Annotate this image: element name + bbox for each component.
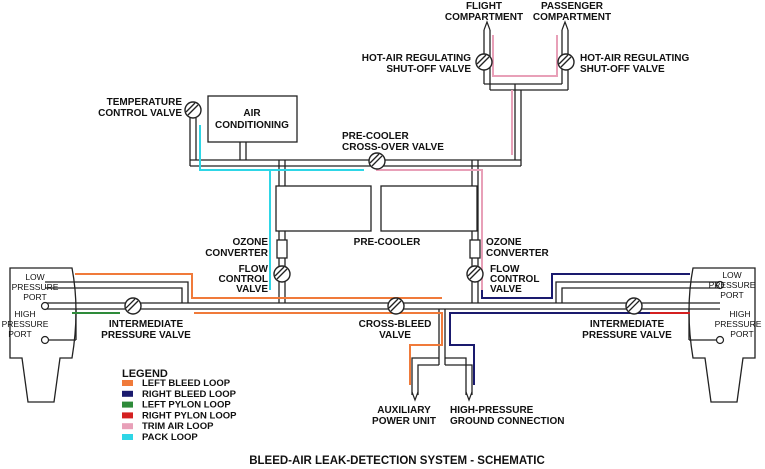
legend-swatch — [122, 401, 133, 408]
hot-air-valve-left[interactable] — [475, 53, 493, 71]
high-right-label: PORT — [730, 329, 753, 339]
passenger-compartment-label: COMPARTMENT — [533, 12, 611, 23]
hot-air-left-label: HOT-AIR REGULATING — [362, 53, 471, 64]
intermediate-pressure-valve-right[interactable] — [625, 297, 643, 315]
left-low-port — [40, 301, 50, 311]
low-right-label: PORT — [720, 290, 743, 300]
ozone-converter-left — [276, 239, 288, 259]
ozone-left-label: CONVERTER — [205, 248, 269, 259]
right-high-port — [715, 335, 725, 345]
cross-bleed-label: CROSS-BLEED — [359, 319, 432, 330]
legend-label: LEFT BLEED LOOP — [142, 378, 231, 389]
ipv-right-label: INTERMEDIATE — [590, 319, 665, 330]
flow-control-valve-left[interactable] — [273, 265, 291, 283]
right-low-port — [715, 280, 725, 290]
high-left-label: PORT — [8, 329, 31, 339]
flow-right-label: CONTROL — [490, 274, 539, 285]
ipv-left-label: PRESSURE VALVE — [101, 330, 191, 341]
high-right-label: HIGH — [729, 309, 750, 319]
high-right-label: PRESSURE — [715, 319, 762, 329]
low-left-label: PORT — [23, 292, 46, 302]
flow-control-valve-right[interactable] — [466, 265, 484, 283]
temperature-valve-label: CONTROL VALVE — [98, 108, 182, 119]
legend-label: LEFT PYLON LOOP — [142, 400, 231, 411]
legend-label: RIGHT BLEED LOOP — [142, 389, 237, 400]
lower-ducts — [411, 309, 473, 402]
flow-left-label: FLOW — [239, 264, 269, 275]
flow-left-label: VALVE — [236, 284, 268, 295]
cross-bleed-valve[interactable] — [387, 297, 405, 315]
apu-label: POWER UNIT — [372, 416, 436, 427]
flow-right-label: VALVE — [490, 284, 522, 295]
ozone-right-label: CONVERTER — [486, 248, 550, 259]
pre-cooler-cross-over-label: CROSS-OVER VALVE — [342, 142, 444, 153]
air-conditioning-label: AIR — [243, 108, 261, 119]
hot-air-right-label: HOT-AIR REGULATING — [580, 53, 689, 64]
legend-label: RIGHT PYLON LOOP — [142, 410, 237, 421]
hot-air-valve-right[interactable] — [557, 53, 575, 71]
hot-air-left-label: SHUT-OFF VALVE — [386, 64, 471, 75]
flow-right-label: FLOW — [490, 264, 520, 275]
hot-air-right-label: SHUT-OFF VALVE — [580, 64, 665, 75]
pre-cooler-label: PRE-COOLER — [354, 237, 421, 248]
main-bleed-duct — [45, 281, 720, 341]
intermediate-pressure-valve-left[interactable] — [124, 297, 142, 315]
hpgc-label: HIGH-PRESSURE — [450, 405, 534, 416]
air-conditioning-label: CONDITIONING — [215, 120, 289, 131]
temperature-valve-label: TEMPERATURE — [107, 97, 183, 108]
cross-bleed-label: VALVE — [379, 330, 411, 341]
trim-air-loop — [376, 35, 558, 290]
legend-swatch — [122, 434, 133, 440]
ozone-converter-right — [469, 239, 481, 259]
pre-cooler-cross-over-label: PRE-COOLER — [342, 131, 409, 142]
pre-cooler-cross-over-valve[interactable] — [368, 152, 386, 170]
legend-swatch — [122, 423, 133, 430]
pack-loop — [199, 125, 364, 290]
ipv-left-label: INTERMEDIATE — [109, 319, 184, 330]
left-engine — [9, 267, 77, 403]
apu-label: AUXILIARY — [377, 405, 431, 416]
passenger-compartment-label: PASSENGER — [541, 1, 604, 12]
hpgc-label: GROUND CONNECTION — [450, 416, 564, 427]
legend-swatch — [122, 412, 133, 419]
pre-cooler-right — [380, 185, 478, 232]
pre-cooler-left — [275, 185, 372, 232]
ozone-left-label: OZONE — [232, 237, 268, 248]
ozone-right-label: OZONE — [486, 237, 522, 248]
legend-label: TRIM AIR LOOP — [142, 421, 214, 432]
flow-left-label: CONTROL — [219, 274, 268, 285]
flight-compartment-label: FLIGHT — [466, 1, 502, 12]
air-conditioning-box — [207, 95, 298, 143]
high-left-label: PRESSURE — [2, 319, 49, 329]
legend-title: LEGEND — [122, 368, 168, 380]
right-engine — [688, 267, 756, 403]
diagram-title: BLEED-AIR LEAK-DETECTION SYSTEM - SCHEMA… — [249, 455, 545, 467]
legend-label: PACK LOOP — [142, 432, 198, 443]
low-right-label: PRESSURE — [709, 280, 756, 290]
ipv-right-label: PRESSURE VALVE — [582, 330, 672, 341]
temperature-control-valve[interactable] — [184, 101, 202, 119]
high-left-label: HIGH — [14, 309, 35, 319]
low-left-label: LOW — [25, 272, 44, 282]
low-right-label: LOW — [722, 270, 741, 280]
left-high-port — [40, 335, 50, 345]
left-bleed-loop — [75, 273, 443, 385]
legend-swatch — [122, 390, 133, 397]
low-left-label: PRESSURE — [12, 282, 59, 292]
legend-swatch — [122, 380, 133, 386]
flight-compartment-label: COMPARTMENT — [445, 12, 523, 23]
